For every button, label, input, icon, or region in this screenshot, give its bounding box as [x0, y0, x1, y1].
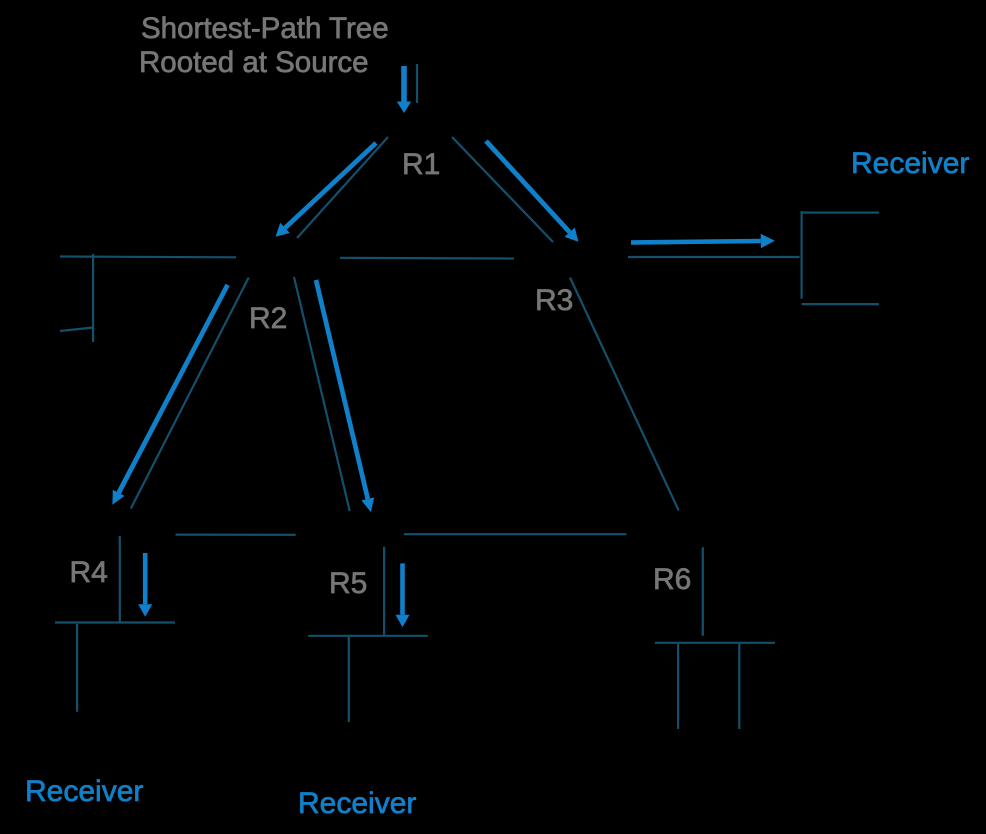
svg-text:Receiver: Receiver — [851, 147, 969, 180]
svg-text:Rooted at Source: Rooted at Source — [139, 46, 369, 79]
svg-text:Receiver: Receiver — [25, 775, 143, 808]
svg-text:R2: R2 — [249, 302, 287, 335]
svg-text:R3: R3 — [535, 284, 573, 317]
svg-text:Shortest-Path Tree: Shortest-Path Tree — [141, 12, 389, 45]
svg-text:Receiver: Receiver — [298, 787, 416, 820]
svg-text:R6: R6 — [653, 563, 691, 596]
svg-text:R4: R4 — [70, 556, 108, 589]
svg-text:R5: R5 — [329, 567, 367, 600]
svg-text:R1: R1 — [402, 148, 440, 181]
